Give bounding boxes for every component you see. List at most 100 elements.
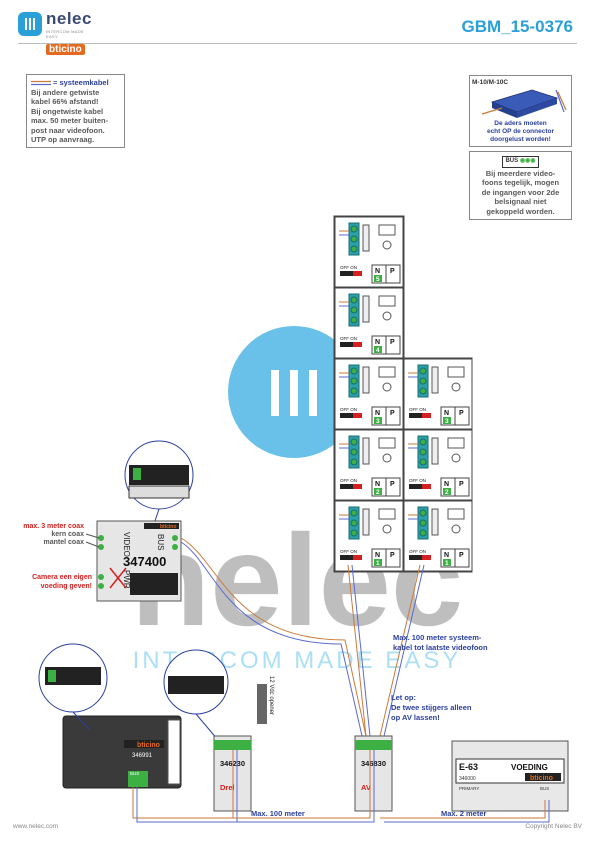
cable-note-line: Bij andere getwiste <box>31 87 100 97</box>
cable-note: = systeemkabel Bij andere getwiste kabel… <box>26 74 125 148</box>
bus-terminal-icon: ◉◉◉ <box>519 158 536 164</box>
av-terminals <box>355 740 392 750</box>
terminal-screw-icon <box>350 377 358 385</box>
connector-model: M-10/M-10C <box>472 79 509 86</box>
monitor-switch-icon <box>409 413 431 418</box>
bus-note-line: belsignaal niet <box>494 197 547 206</box>
opener-label: 12 Vdc opener <box>268 676 274 715</box>
warning-title: Let op: <box>391 693 416 702</box>
terminal-screw-icon <box>419 448 427 456</box>
connector-note: M-10/M-10C De aders moeten echt OP de co… <box>469 75 572 147</box>
terminal-screw-icon <box>172 535 178 541</box>
monitor-screen-icon <box>447 508 465 520</box>
distance-label-bottom-2: Max. 2 meter <box>441 809 487 818</box>
connector-illustration-icon <box>481 89 567 118</box>
bus-note: BUS ◉◉◉ Bij meerdere video- foons tegeli… <box>469 151 572 220</box>
monitor-number: 3 <box>376 418 380 425</box>
terminal-screw-icon <box>350 367 358 375</box>
monitor-switch-knob <box>353 413 362 418</box>
monitor-config-slot <box>431 437 439 465</box>
monitor-switch-label: OFF ON <box>340 478 357 483</box>
coax-core-label: kern coax <box>51 531 84 538</box>
av-mode: AV <box>361 783 371 792</box>
monitor-switch-icon <box>340 555 362 560</box>
terminal-screw-icon <box>98 544 104 550</box>
cable-note-line: post naar videofoon. <box>31 125 105 135</box>
monitor-number: 5 <box>376 276 380 283</box>
monitor-config-slot <box>362 224 370 252</box>
monitor-dial-icon <box>382 240 392 250</box>
connector-note-line: echt OP de connector <box>486 127 555 135</box>
monitor-n-label: N <box>375 552 380 559</box>
monitor-switch-icon <box>340 271 362 276</box>
entrance-panel-346991: BUS bticino 346991 <box>62 715 182 789</box>
zoom-config-block <box>128 485 190 499</box>
interface-pwr-label: PWR <box>122 570 131 589</box>
monitor-screen-icon <box>378 224 396 236</box>
interface-brand: bticino <box>160 524 176 530</box>
terminal-screw-icon <box>350 235 358 243</box>
power-supply-e63: E-63 VOEDING bticino 346000 PRIMARY BUS <box>451 740 569 812</box>
psu-primary: PRIMARY <box>459 786 479 791</box>
monitor-dial-icon <box>451 453 461 463</box>
monitor-number-badge <box>443 488 451 495</box>
interface-code: 347400 <box>123 554 166 569</box>
door-opener-icon <box>257 684 267 724</box>
bus-badge: BUS ◉◉◉ <box>502 156 539 168</box>
monitor-dial-icon <box>382 382 392 392</box>
monitor-number: 2 <box>376 489 380 496</box>
relay-terminals <box>214 740 251 750</box>
logo-mark-icon <box>18 12 42 36</box>
monitor-number-badge <box>374 275 382 282</box>
monitor-switch-icon <box>340 413 362 418</box>
terminal-screw-icon <box>350 529 358 537</box>
monitor-switch-knob <box>422 555 431 560</box>
monitor-number: 3 <box>445 418 449 425</box>
interface-cable <box>180 537 367 737</box>
monitor-switch-label: OFF ON <box>340 407 357 412</box>
terminal-screw-icon <box>419 387 427 395</box>
interface-terminal-block <box>130 573 178 595</box>
monitor-switch-knob <box>353 484 362 489</box>
camera-power-note: Camera een eigen <box>32 574 92 581</box>
relay-mode: Drel <box>220 783 235 792</box>
riser-cables <box>347 564 425 737</box>
bus-note-line: de ingangen voor 2de <box>481 187 560 197</box>
zoom-dip-block <box>129 465 189 485</box>
terminal-screw-icon <box>419 377 427 385</box>
monitor-dial-icon <box>451 382 461 392</box>
monitor-n-label: N <box>375 410 380 417</box>
monitor-config-slot <box>362 437 370 465</box>
panel-brand: bticino <box>137 742 160 749</box>
terminal-screw-icon <box>350 245 358 253</box>
terminal-screw-icon <box>350 448 358 456</box>
zoom-pointer <box>154 508 160 522</box>
monitor-switch-knob <box>353 555 362 560</box>
footer-copyright: Copyright Nelec BV <box>525 823 582 830</box>
bus-cable <box>384 800 550 823</box>
terminal-screw-icon <box>98 583 104 589</box>
monitor-screen-icon <box>378 437 396 449</box>
cable-note-line: UTP op aanvraag. <box>31 135 95 144</box>
monitor-screen-icon <box>378 295 396 307</box>
terminal-screw-icon <box>419 529 427 537</box>
psu-brand: bticino <box>530 775 553 782</box>
monitor-config-slot <box>362 366 370 394</box>
logo-tagline: INTERCOM MADE EASY <box>46 29 84 39</box>
monitor-n-label: N <box>444 410 449 417</box>
terminal-screw-icon <box>419 438 427 446</box>
monitor-switch-knob <box>353 342 362 347</box>
monitor-switch-label: OFF ON <box>340 549 357 554</box>
monitor-number-badge <box>374 488 382 495</box>
terminal-screw-icon <box>419 367 427 375</box>
terminal-screw-icon <box>350 519 358 527</box>
terminal-screw-icon <box>350 296 358 304</box>
bus-cable <box>380 800 546 819</box>
pwr-cross-icon <box>109 567 127 589</box>
riser-cable <box>351 564 371 737</box>
distance-label-riser: kabel tot laatste videofoon <box>393 643 488 652</box>
psu-code: E-63 <box>459 762 478 772</box>
panel-zoom-pointer <box>72 711 91 731</box>
coax-shield-wire <box>85 541 100 548</box>
cable-note-line: max. 50 meter buiten- <box>31 116 109 125</box>
